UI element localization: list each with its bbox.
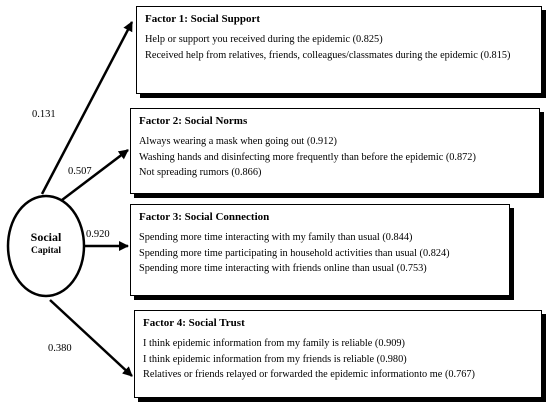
factor-4-box: Factor 4: Social Trust I think epidemic … <box>134 310 542 398</box>
item-text: Help or support you received during the … <box>145 34 351 45</box>
item-text: Washing hands and disinfecting more freq… <box>139 151 444 163</box>
item-loading: (0.866) <box>231 167 262 178</box>
item-text: I think epidemic information from my fam… <box>143 338 373 349</box>
item-text: Received help from relatives, friends, c… <box>145 49 478 61</box>
factor-1-title: Factor 1: Social Support <box>145 13 260 25</box>
factor-2-item-3: Not spreading rumors (0.866) <box>139 165 533 181</box>
factor-1-box: Factor 1: Social Support Help or support… <box>136 6 542 94</box>
item-text: Spending more time interacting with my f… <box>139 232 380 243</box>
item-text: Not spreading rumors <box>139 167 229 178</box>
item-text: Spending more time participating in hous… <box>139 247 417 259</box>
item-loading: (0.824) <box>419 247 450 259</box>
factor-4-item-2: I think epidemic information from my fri… <box>143 352 535 368</box>
factor-4-title: Factor 4: Social Trust <box>143 317 245 329</box>
factor-3-item-1: Spending more time interacting with my f… <box>139 230 503 246</box>
arrow-to-factor-2 <box>61 149 129 201</box>
factor-3-box: Factor 3: Social Connection Spending mor… <box>130 204 510 296</box>
item-loading: (0.753) <box>396 263 427 274</box>
item-text: Spending more time interacting with frie… <box>139 263 395 274</box>
coefficient-factor-2: 0.507 <box>68 166 92 177</box>
factor-2-box: Factor 2: Social Norms Always wearing a … <box>130 108 540 194</box>
item-text: Relatives or friends relayed or forwarde… <box>143 369 443 380</box>
factor-4-item-1: I think epidemic information from my fam… <box>143 336 535 352</box>
factor-2-title: Factor 2: Social Norms <box>139 115 248 127</box>
item-loading: (0.844) <box>382 232 413 243</box>
center-node-line1: Social <box>30 230 62 244</box>
factor-2-item-2: Washing hands and disinfecting more freq… <box>139 150 533 166</box>
item-loading: (0.909) <box>374 338 405 349</box>
item-text: I think epidemic information from my fri… <box>143 353 375 365</box>
item-text: Always wearing a mask when going out <box>139 136 305 147</box>
item-loading: (0.767) <box>444 369 475 380</box>
item-loading: (0.912) <box>306 136 337 147</box>
factor-3-title: Factor 3: Social Connection <box>139 211 270 223</box>
coefficient-factor-1: 0.131 <box>32 109 56 120</box>
center-node-line2: Capital <box>30 246 62 256</box>
coefficient-factor-3: 0.920 <box>86 229 110 240</box>
factor-4-item-3: Relatives or friends relayed or forwarde… <box>143 367 535 383</box>
factor-3-item-3: Spending more time interacting with frie… <box>139 261 503 277</box>
factor-3-item-2: Spending more time participating in hous… <box>139 246 503 262</box>
coefficient-factor-4: 0.380 <box>48 343 72 354</box>
factor-2-item-1: Always wearing a mask when going out (0.… <box>139 134 533 150</box>
item-loading: (0.825) <box>352 34 383 45</box>
arrow-to-factor-1 <box>40 21 134 195</box>
arrow-to-factor-4 <box>49 299 133 377</box>
item-loading: (0.980) <box>376 353 407 365</box>
factor-1-item-2: Received help from relatives, friends, c… <box>145 48 535 64</box>
factor-1-item-1: Help or support you received during the … <box>145 32 535 48</box>
item-loading: (0.815) <box>480 49 511 61</box>
social-capital-label: Social Capital <box>16 230 76 258</box>
item-loading: (0.872) <box>445 151 476 163</box>
